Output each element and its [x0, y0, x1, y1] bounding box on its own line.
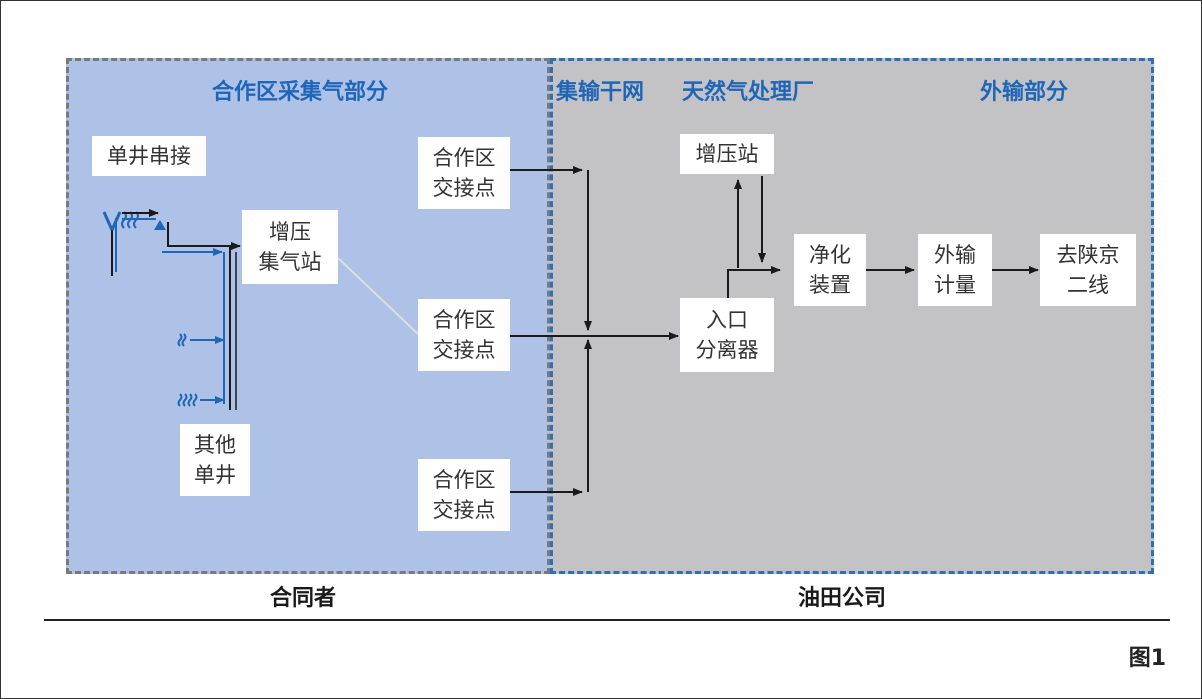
gas-flow-icon	[121, 209, 166, 230]
node-booster-station: 增压站	[680, 134, 774, 174]
node-to-shaanjing-line-2: 去陕京 二线	[1040, 234, 1136, 306]
wellhead-icon	[102, 211, 122, 276]
header-export: 外输部分	[980, 80, 1069, 105]
gas-flow-icon	[177, 333, 187, 347]
gas-flow-icon	[177, 393, 198, 407]
node-export-metering: 外输 计量	[918, 234, 992, 306]
node-other-single-wells: 其他 单井	[180, 424, 250, 496]
header-gas-plant: 天然气处理厂	[682, 80, 815, 105]
footer-oilfield-company: 油田公司	[798, 586, 887, 611]
node-handover-point-2: 合作区 交接点	[418, 299, 510, 371]
node-booster-gathering-station: 增压 集气站	[242, 210, 338, 284]
divider	[44, 619, 1170, 621]
oilfield-region	[550, 58, 1154, 574]
footer-partner: 合同者	[270, 586, 337, 611]
node-inlet-separator: 入口 分离器	[680, 298, 774, 372]
node-purification-unit: 净化 装置	[794, 234, 866, 306]
figure-label: 图1	[1128, 646, 1166, 671]
node-single-well-series: 单井串接	[92, 136, 206, 176]
header-coop-gathering: 合作区采集气部分	[212, 80, 389, 105]
header-trunk-network: 集输干网	[556, 80, 645, 105]
node-handover-point-3: 合作区 交接点	[418, 459, 510, 531]
node-handover-point-1: 合作区 交接点	[418, 137, 510, 209]
